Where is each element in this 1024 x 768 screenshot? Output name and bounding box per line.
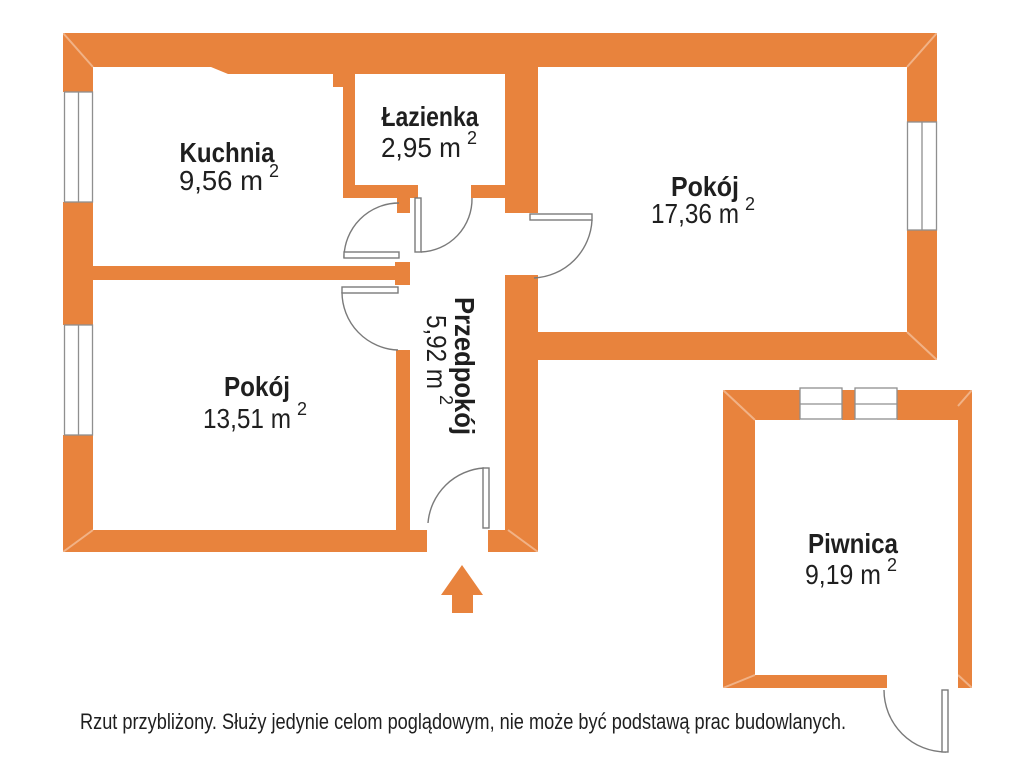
wall-segment bbox=[907, 33, 937, 122]
entrance-arrow-icon bbox=[441, 565, 483, 613]
wall-segment bbox=[471, 185, 505, 198]
wall-segment bbox=[723, 390, 800, 420]
door-basement bbox=[883, 689, 949, 753]
door-swing-arc bbox=[533, 219, 593, 279]
room-area-przedpokoj: 5,92 m2 bbox=[421, 315, 456, 405]
wall-segment bbox=[63, 530, 427, 552]
wall-mitre-seams bbox=[62, 32, 973, 689]
wall-segment bbox=[63, 266, 397, 280]
window-kitchen bbox=[63, 91, 94, 203]
door-entrance bbox=[427, 467, 490, 529]
wall-segment bbox=[63, 33, 93, 92]
door-leaf bbox=[482, 467, 490, 529]
door-leaf bbox=[941, 689, 949, 753]
door-swing-arc bbox=[343, 202, 400, 259]
wall-segment bbox=[958, 390, 972, 688]
wall-segment bbox=[397, 198, 410, 213]
room-label-pokoj-duzy: Pokój bbox=[671, 171, 739, 202]
disclaimer-text: Rzut przybliżony. Służy jedynie celom po… bbox=[80, 709, 846, 734]
wall-segment bbox=[723, 675, 887, 688]
door-leaf bbox=[529, 213, 593, 221]
walls bbox=[63, 33, 972, 688]
wall-segment bbox=[343, 33, 355, 198]
wall-segment bbox=[505, 275, 538, 530]
window-basement-right bbox=[854, 387, 898, 420]
door-leaf bbox=[341, 286, 399, 294]
wall-segment bbox=[723, 390, 755, 688]
wall-segment bbox=[343, 185, 418, 198]
door-leaf bbox=[343, 251, 400, 259]
wall-segment bbox=[63, 33, 937, 74]
room-label-piwnica: Piwnica bbox=[808, 528, 898, 559]
room-label-lazienka: Łazienka bbox=[382, 101, 479, 132]
door-leaf bbox=[414, 197, 422, 253]
wall-segment bbox=[63, 202, 93, 325]
room-label-przedpokoj: Przedpokój bbox=[449, 297, 480, 435]
window-small-room bbox=[63, 324, 94, 436]
door-swing-arc bbox=[883, 689, 947, 753]
door-swing-arc bbox=[420, 197, 473, 253]
wall-segment bbox=[505, 33, 538, 213]
room-label-pokoj-maly: Pokój bbox=[224, 371, 290, 402]
windows bbox=[63, 91, 938, 436]
window-basement-left bbox=[799, 387, 843, 420]
window-big-room bbox=[906, 121, 938, 231]
door-swing-arc bbox=[427, 467, 485, 524]
wall-segment bbox=[396, 350, 410, 530]
door-small-room bbox=[341, 286, 399, 351]
door-bathroom bbox=[414, 197, 473, 253]
door-big-room bbox=[529, 213, 593, 279]
wall-segment bbox=[488, 530, 538, 552]
room-label-kuchnia: Kuchnia bbox=[180, 137, 275, 168]
wall-segment bbox=[505, 332, 937, 360]
wall-segment bbox=[842, 390, 855, 420]
doors bbox=[341, 197, 949, 753]
wall-segment bbox=[395, 262, 410, 285]
wall-segment bbox=[333, 73, 355, 87]
door-swing-arc bbox=[341, 291, 399, 351]
door-kitchen bbox=[343, 202, 400, 259]
